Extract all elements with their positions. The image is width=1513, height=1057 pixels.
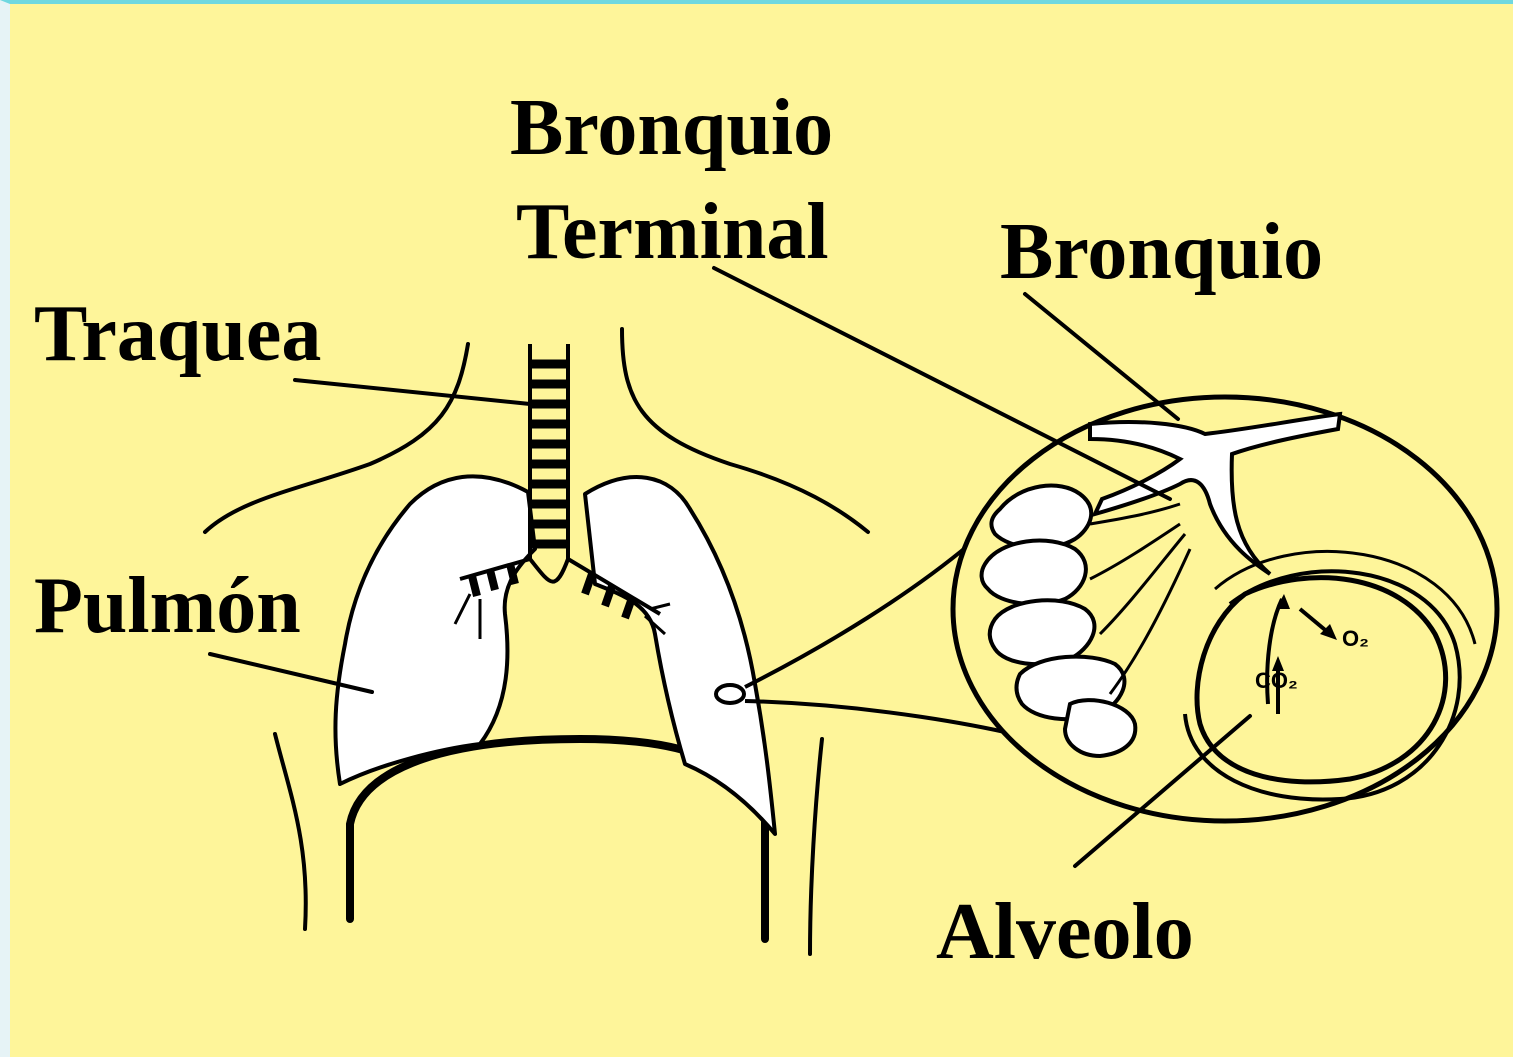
left-torso-line: [275, 734, 306, 929]
carbon-dioxide-label: CO₂: [1255, 668, 1298, 693]
oxygen-label: O₂: [1342, 626, 1369, 651]
bronquio-terminal-label-line1: Bronquio: [510, 88, 833, 168]
left-lung: [335, 476, 535, 784]
traquea-label: Traquea: [34, 294, 321, 374]
lung-detail-marker: [716, 685, 744, 703]
pulmon-label: Pulmón: [34, 566, 301, 646]
right-torso-line: [810, 739, 822, 954]
bronquio-label: Bronquio: [1000, 212, 1323, 292]
leader-bronquio-terminal: [714, 268, 1170, 499]
alveolo-label: Alveolo: [936, 892, 1194, 972]
bronquio-terminal-label-line2: Terminal: [516, 192, 829, 272]
right-lung: [585, 477, 775, 834]
leader-traquea: [295, 380, 530, 404]
magnify-line-top: [745, 544, 970, 687]
leader-bronquio: [1025, 294, 1178, 419]
alveoli-magnified-circle: O₂ CO₂: [953, 397, 1497, 821]
